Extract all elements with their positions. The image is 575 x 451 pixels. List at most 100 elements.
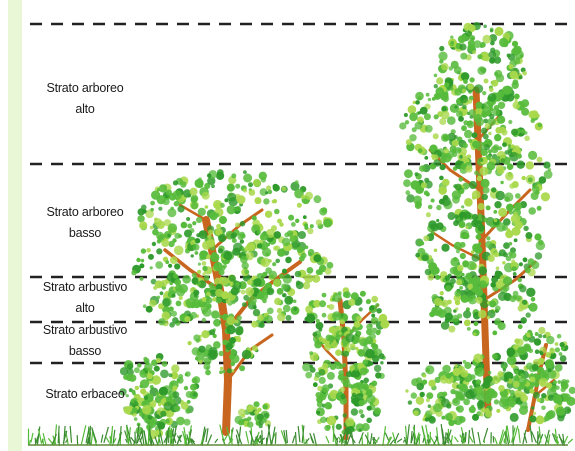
leaf-dot [560, 355, 567, 362]
leaf-dot [495, 27, 504, 36]
leaf-dot [426, 398, 430, 402]
leaf-dot [322, 313, 327, 318]
leaf-dot [460, 95, 469, 104]
leaf-dot [371, 296, 378, 303]
leaf-dot [291, 222, 296, 227]
leaf-dot [534, 382, 539, 387]
leaf-dot [472, 414, 479, 421]
leaf-dot [416, 383, 424, 391]
leaf-dot [526, 332, 530, 336]
leaf-dot [363, 359, 369, 365]
leaf-dot [193, 290, 199, 296]
leaf-dot [312, 275, 320, 283]
leaf-dot [444, 82, 449, 87]
leaf-dot [509, 210, 513, 214]
leaf-dot [152, 242, 156, 246]
leaf-dot [494, 134, 501, 141]
leaf-dot [162, 298, 170, 306]
leaf-dot [184, 316, 190, 322]
leaf-dot [158, 318, 165, 325]
leaf-dot [267, 308, 274, 315]
leaf-dot [297, 246, 304, 253]
leaf-dot [464, 198, 473, 207]
label-strato-arboreo-basso: Strato arboreo basso [30, 202, 140, 244]
leaf-dot [171, 382, 174, 385]
leaf-dot [380, 361, 383, 364]
leaf-dot [343, 351, 349, 357]
grass-blade [106, 437, 109, 442]
leaf-dot [308, 314, 315, 321]
leaf-dot [282, 269, 287, 274]
leaf-dot [510, 413, 519, 422]
label-line: Strato erbaceo [30, 384, 140, 405]
leaf-dot [521, 129, 526, 134]
grass-blade [493, 436, 494, 443]
leaf-dot [222, 340, 227, 345]
grass-blade [90, 426, 91, 444]
leaf-dot [429, 416, 436, 423]
grass-blade [470, 436, 473, 442]
leaf-dot [539, 378, 548, 387]
leaf-dot [472, 254, 480, 262]
leaf-dot [223, 252, 232, 261]
leaf-dot [529, 389, 534, 394]
leaf-dot [201, 251, 208, 258]
leaf-dot [457, 405, 464, 412]
left-band [8, 0, 22, 451]
grass-blade [362, 436, 363, 446]
leaf-dot [377, 330, 381, 334]
leaf-dot [192, 221, 196, 225]
leaf-dot [307, 228, 313, 234]
leaf-dot [413, 410, 419, 416]
leaf-dot [557, 334, 562, 339]
leaf-dot [428, 205, 433, 210]
leaf-dot [345, 333, 354, 342]
leaf-dot [170, 256, 178, 264]
leaf-dot [375, 303, 379, 307]
leaf-dot [494, 201, 501, 208]
leaf-dot [524, 136, 530, 142]
leaf-dot [404, 169, 413, 178]
leaf-dot [525, 267, 531, 273]
leaf-dot [426, 368, 430, 372]
leaf-dot [539, 176, 547, 184]
leaf-dot [450, 257, 459, 266]
leaf-dot [156, 248, 162, 254]
leaf-dot [529, 349, 534, 354]
leaf-dot [483, 134, 489, 140]
leaf-dot [538, 358, 545, 365]
leaf-dot [364, 386, 369, 391]
leaf-dot [442, 106, 447, 111]
leaf-dot [546, 411, 554, 419]
leaf-dot [309, 351, 313, 355]
leaf-dot [248, 182, 253, 187]
leaf-dot [463, 211, 471, 219]
leaf-dot [139, 221, 147, 229]
leaf-dot [327, 262, 334, 269]
leaf-dot [537, 206, 542, 211]
leaf-dot [257, 230, 261, 234]
leaf-dot [502, 261, 505, 264]
leaf-dot [360, 291, 366, 297]
leaf-dot [203, 363, 210, 370]
leaf-dot [423, 374, 427, 378]
leaf-dot [143, 304, 147, 308]
leaf-dot [218, 351, 223, 356]
leaf-dot [184, 386, 188, 390]
leaf-dot [150, 208, 154, 212]
leaf-dot [434, 249, 438, 253]
leaf-dot [205, 370, 211, 376]
leaf-dot [158, 207, 162, 211]
leaf-dot [365, 349, 375, 359]
leaf-dot [514, 94, 520, 100]
leaf-dot [447, 300, 452, 305]
leaf-dot [543, 162, 550, 169]
leaf-dot [327, 416, 337, 426]
leaf-dot [511, 129, 518, 136]
leaf-dot [467, 284, 473, 290]
leaf-dot [489, 114, 494, 119]
grass-blade [64, 426, 66, 446]
leaf-dot [528, 305, 531, 308]
leaf-dot [172, 294, 176, 298]
leaf-dot [461, 295, 469, 303]
